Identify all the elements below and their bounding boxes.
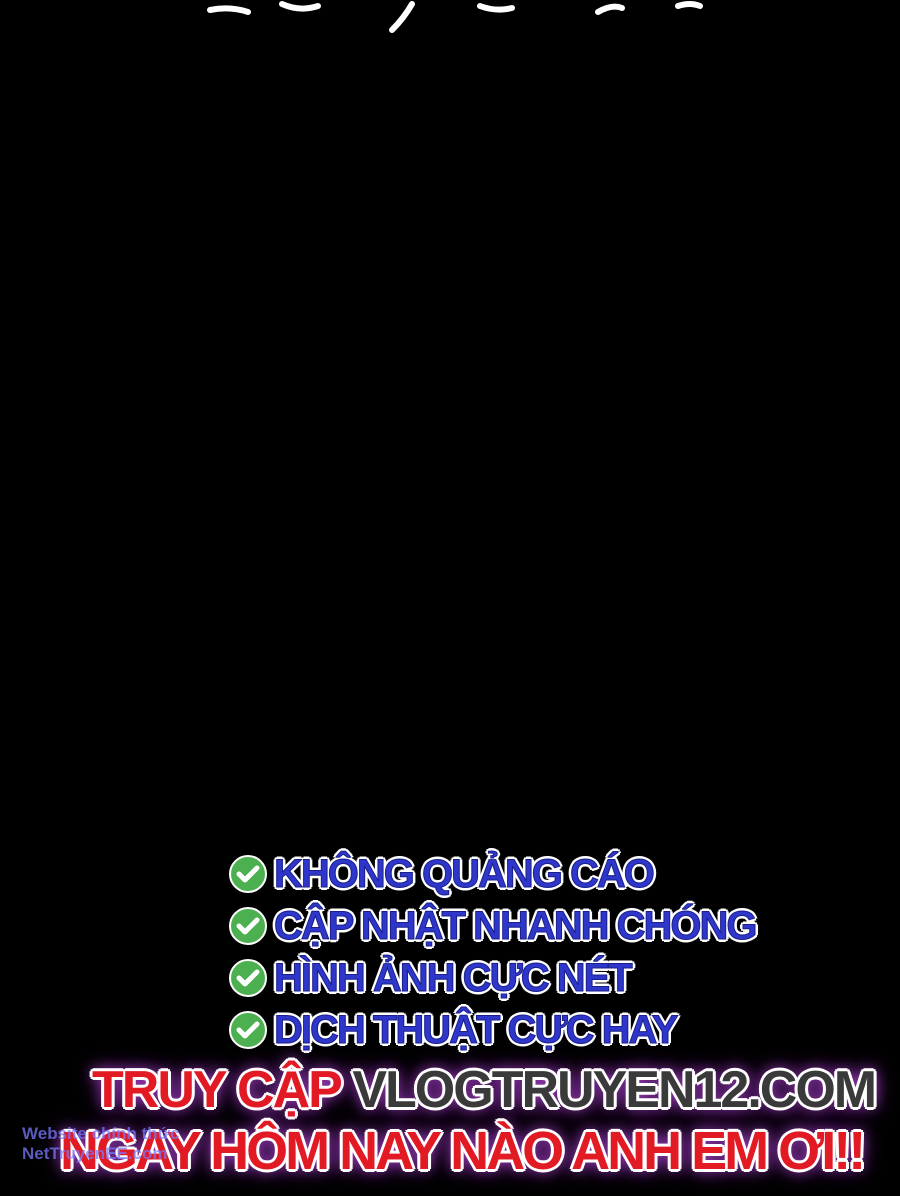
check-circle-icon bbox=[229, 959, 267, 997]
cta-site-link[interactable]: VLOGTRUYEN12.COM bbox=[352, 1061, 877, 1119]
feature-list: KHÔNG QUẢNG CÁO CẬP NHẬT NHANH CHÓNG HÌN… bbox=[228, 848, 758, 1056]
feature-item: CẬP NHẬT NHANH CHÓNG bbox=[228, 900, 758, 952]
feature-label: CẬP NHẬT NHANH CHÓNG bbox=[273, 903, 757, 948]
top-handwriting-scribble bbox=[207, 1, 703, 33]
feature-item: HÌNH ẢNH CỰC NÉT bbox=[228, 952, 755, 1004]
watermark-line1: Website chính thức bbox=[22, 1124, 180, 1143]
watermark-line2: NetTruyenEE.com bbox=[22, 1144, 168, 1163]
cta-today-line: NGAY HÔM NAY NÀO ANH EM ƠI!! bbox=[60, 1121, 866, 1181]
check-circle-icon bbox=[229, 907, 267, 945]
watermark: Website chính thức NetTruyenEE.com bbox=[22, 1124, 179, 1164]
feature-label: HÌNH ẢNH CỰC NÉT bbox=[274, 955, 634, 1000]
cta-visit-prefix: TRUY CẬP bbox=[92, 1061, 353, 1119]
feature-label: DỊCH THUẬT CỰC HAY bbox=[273, 1007, 678, 1052]
feature-item: KHÔNG QUẢNG CÁO bbox=[228, 848, 755, 900]
cta-visit-line: TRUY CẬP VLOGTRUYEN12.COM bbox=[92, 1060, 877, 1120]
check-circle-icon bbox=[229, 1011, 267, 1049]
feature-item: DỊCH THUẬT CỰC HAY bbox=[228, 1004, 755, 1056]
check-circle-icon bbox=[229, 855, 267, 893]
feature-label: KHÔNG QUẢNG CÁO bbox=[274, 851, 656, 896]
